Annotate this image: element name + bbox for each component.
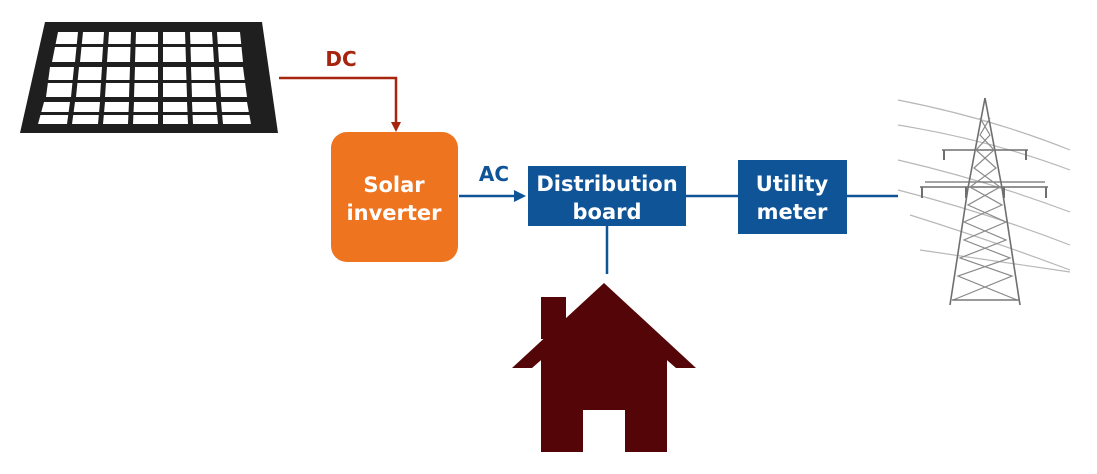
distribution-board-box: Distribution board (528, 166, 686, 226)
inverter-label-line2: inverter (346, 201, 442, 225)
meter-label-line1: Utility (756, 172, 829, 196)
distribution-label-line2: board (572, 200, 641, 224)
solar-panel-icon (20, 22, 278, 133)
meter-label-line2: meter (757, 200, 828, 224)
ac-label: AC (479, 162, 509, 186)
distribution-label-line1: Distribution (536, 172, 677, 196)
utility-meter-box: Utility meter (738, 160, 847, 234)
dc-connector (279, 76, 401, 132)
house-icon (512, 283, 696, 452)
solar-inverter-box: Solar inverter (331, 132, 458, 262)
inverter-label-line1: Solar (363, 173, 425, 197)
power-tower-icon (897, 97, 1071, 306)
dc-label: DC (325, 47, 356, 71)
